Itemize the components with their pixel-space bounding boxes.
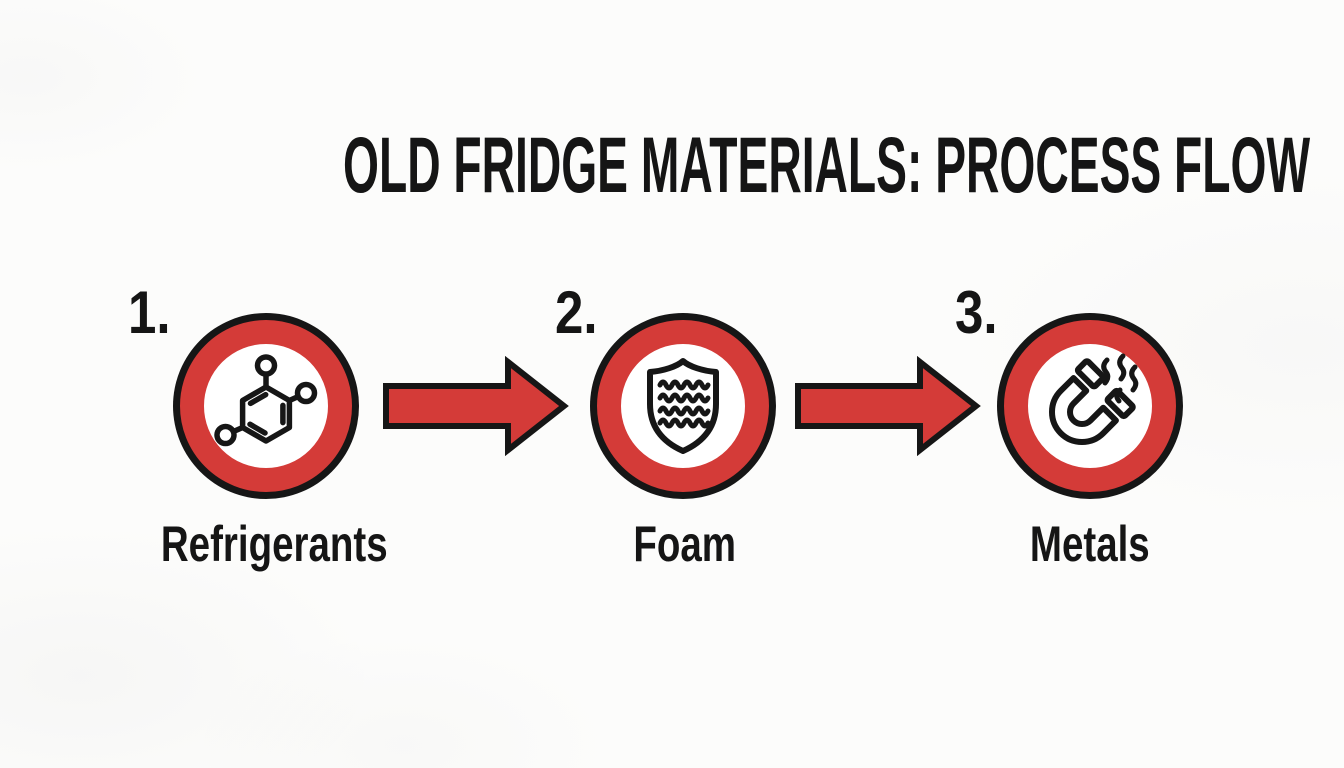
step-3-label: Metals	[1030, 516, 1150, 572]
arrow-right-icon	[795, 356, 981, 456]
step-1-label: Refrigerants	[160, 516, 388, 572]
step-1-circle	[180, 320, 352, 492]
step-1-number: 1.	[128, 279, 171, 346]
page-title-text: OLD FRIDGE MATERIALS: PROCESS FLOW	[343, 120, 1311, 209]
foam-shield-icon	[647, 358, 719, 454]
magnet-icon	[1049, 353, 1139, 445]
step-3-circle	[1004, 320, 1176, 492]
molecule-icon	[214, 354, 318, 447]
step-2-label: Foam	[633, 516, 737, 572]
step-2-circle	[597, 320, 769, 492]
page-title: OLD FRIDGE MATERIALS: PROCESS FLOW	[0, 125, 1310, 204]
step-3-number: 3.	[955, 279, 998, 346]
step-2-number: 2.	[555, 279, 598, 346]
arrow-right-icon	[383, 356, 569, 456]
